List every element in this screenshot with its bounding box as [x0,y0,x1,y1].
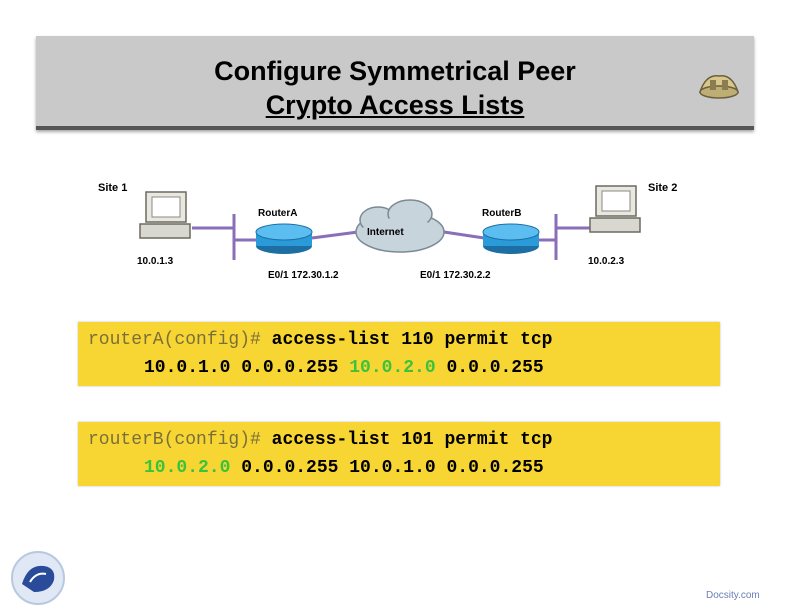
arg-wildcard-1: 0.0.0.255 [446,358,544,378]
arg-dest-highlight-1: 10.0.2.0 [349,358,436,378]
arg-source-1: 10.0.1.0 0.0.0.255 [144,358,339,378]
link-cloud-routerB [443,230,485,240]
title-line-2: Crypto Access Lists [265,90,525,120]
site2-label: Site 2 [648,182,678,194]
internet-cloud [355,199,445,253]
arg-source-highlight-2: 10.0.2.0 [144,458,231,478]
command-line-1: routerA(config)# access-list 110 permit … [88,330,553,350]
command-box-routerB: routerB(config)# access-list 101 permit … [78,422,720,486]
command-text-1: access-list 110 permit tcp [271,330,553,350]
link-routerA-cloud [311,230,359,240]
prompt-routerB: routerB(config)# [88,430,261,450]
network-diagram [139,185,641,260]
command-line-2: routerB(config)# access-list 101 permit … [88,430,553,450]
routerA-label: RouterA [258,208,298,219]
title-line-1: Configure Symmetrical Peer [214,56,576,86]
routerA-interface: E0/1 172.30.1.2 [268,270,339,281]
routerB-label: RouterB [482,208,522,219]
cisco-bridge-icon [698,75,740,99]
command-box-routerA: routerA(config)# access-list 110 permit … [78,322,720,386]
footer-logo-icon [11,551,65,605]
site1-ip: 10.0.1.3 [137,256,174,267]
command-text-2: access-list 101 permit tcp [271,430,553,450]
router-icon-a [255,223,313,254]
router-icon-b [482,223,540,254]
footer-watermark: Docsity.com [706,590,760,601]
site2-ip: 10.0.2.3 [588,256,625,267]
site1-label: Site 1 [98,182,128,194]
cloud-label: Internet [367,227,404,238]
arg-rest-2: 0.0.0.255 10.0.1.0 0.0.0.255 [241,458,544,478]
computer-icon-site2 [589,185,641,233]
command-args-2: 10.0.2.0 0.0.0.255 10.0.1.0 0.0.0.255 [144,458,544,478]
routerB-interface: E0/1 172.30.2.2 [420,270,491,281]
computer-icon-site1 [139,191,191,239]
command-args-1: 10.0.1.0 0.0.0.255 10.0.2.0 0.0.0.255 [144,358,544,378]
prompt-routerA: routerA(config)# [88,330,261,350]
title-bar: Configure Symmetrical Peer Crypto Access… [36,36,754,130]
